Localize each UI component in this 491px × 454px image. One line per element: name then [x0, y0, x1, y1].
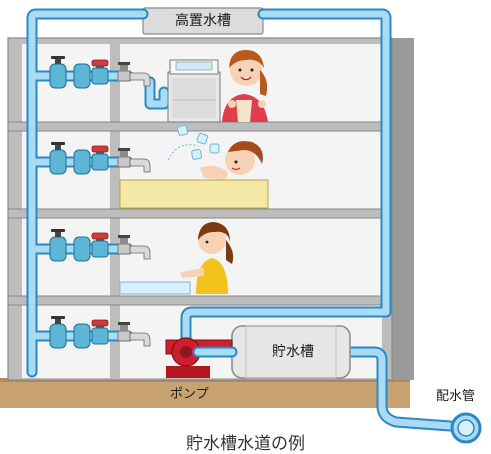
ground: [0, 378, 410, 408]
storage-tank-label: 貯水槽: [272, 344, 314, 360]
diagram-caption: 貯水槽水道の例: [186, 434, 305, 454]
building-side-wall: [390, 38, 414, 380]
bathtub-icon: [119, 179, 269, 209]
elevated-tank-label: 高置水槽: [175, 13, 231, 29]
water-main-label: 配水管: [436, 389, 476, 404]
pump-label: ポンプ: [170, 387, 209, 402]
child-icon: [200, 141, 263, 180]
water-splash-icon: [167, 124, 220, 161]
woman-icon: [222, 50, 268, 122]
elevated-tank: [142, 7, 264, 35]
sink-icon: [119, 281, 191, 295]
water-main-pipe-end: [450, 412, 482, 444]
washing-machine-icon: [167, 59, 221, 123]
girl-icon: [180, 222, 234, 294]
water-pipes: [26, 8, 456, 432]
